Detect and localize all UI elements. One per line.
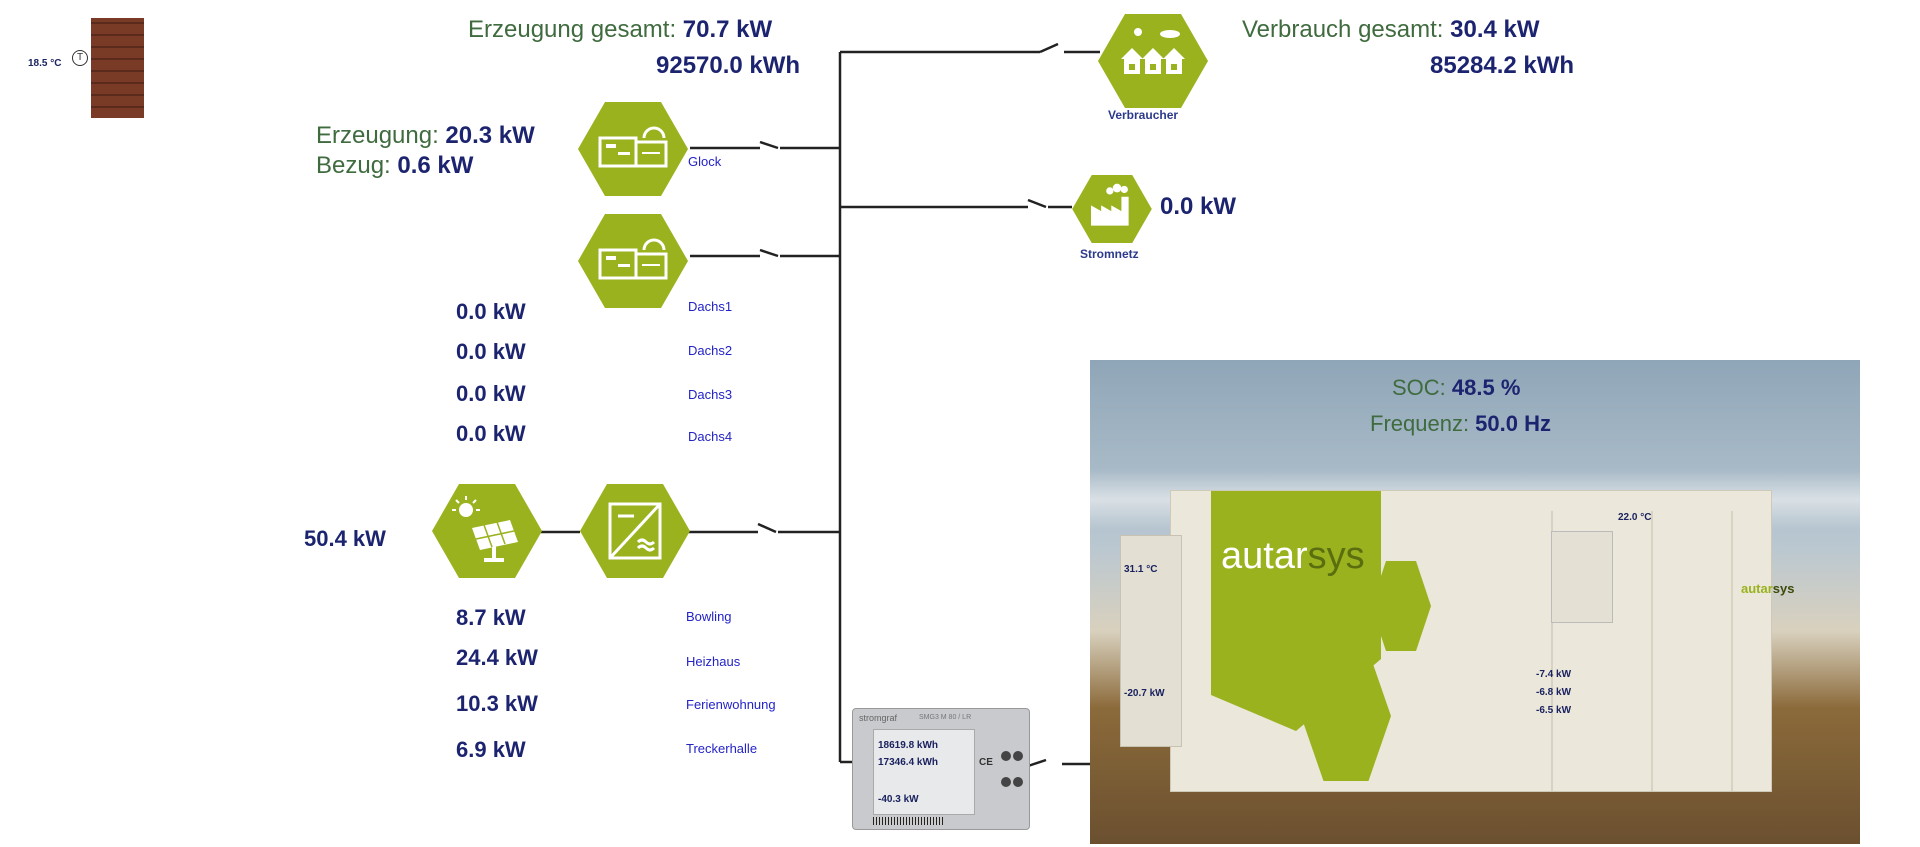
ce-mark: CE bbox=[979, 757, 993, 768]
energy-meter[interactable]: stromgraf SMG3 M 80 / LR 18619.8 kWh 173… bbox=[852, 708, 1030, 830]
brand-part-2: sys bbox=[1307, 535, 1365, 577]
container-green-hex bbox=[1301, 651, 1391, 781]
container-brand-logo: autarsys bbox=[1221, 535, 1365, 578]
total-consumption-value: 30.4 kW bbox=[1450, 16, 1540, 43]
meter-display: 18619.8 kWh 17346.4 kWh -40.3 kW bbox=[873, 729, 975, 815]
inverter-hex-icon[interactable] bbox=[580, 484, 690, 578]
container-inside-temperature: 22.0 °C bbox=[1618, 512, 1652, 523]
frequency-label: Frequenz: bbox=[1370, 411, 1476, 436]
container-total-power: -20.7 kW bbox=[1124, 688, 1165, 699]
pv-switch bbox=[757, 522, 777, 534]
container-side-temperature: 31.1 °C bbox=[1124, 564, 1158, 575]
dachs1-power: 0.0 kW bbox=[456, 299, 526, 324]
dachs3-label: Dachs3 bbox=[688, 387, 733, 402]
container-green-hex-small bbox=[1371, 561, 1431, 651]
meter-button-3[interactable] bbox=[1001, 777, 1011, 787]
dachs-switch bbox=[759, 248, 779, 258]
dachs4-power: 0.0 kW bbox=[456, 421, 526, 446]
glock-switch bbox=[759, 140, 779, 150]
glock-generation-line: Erzeugung: 20.3 kW bbox=[316, 122, 535, 150]
brand-part-1: autar bbox=[1221, 535, 1308, 577]
side-brand-part-1: autar bbox=[1741, 581, 1773, 596]
bowling-label: Bowling bbox=[686, 609, 732, 624]
glock-generation-value: 20.3 kW bbox=[445, 122, 535, 149]
total-generation-energy: 92570.0 kWh bbox=[656, 52, 801, 79]
meter-switch bbox=[1027, 758, 1047, 768]
phase3-power: -6.5 kW bbox=[1536, 705, 1572, 716]
meter-button-1[interactable] bbox=[1001, 751, 1011, 761]
dachs3-power: 0.0 kW bbox=[456, 381, 526, 406]
verbraucher-hex-icon[interactable] bbox=[1098, 14, 1208, 108]
ferienwohnung-label: Ferienwohnung bbox=[686, 697, 776, 712]
meter-button-2[interactable] bbox=[1013, 751, 1023, 761]
total-consumption-energy: 85284.2 kWh bbox=[1430, 52, 1575, 79]
verbraucher-label: Verbraucher bbox=[1108, 108, 1179, 122]
meter-barcode bbox=[873, 817, 943, 825]
dachs-chp-hex-icon[interactable] bbox=[578, 214, 688, 308]
brick-wall-image bbox=[91, 18, 144, 118]
dachs4-label: Dachs4 bbox=[688, 429, 733, 444]
frequency-value: 50.0 Hz bbox=[1475, 411, 1551, 436]
total-generation-value: 70.7 kW bbox=[682, 16, 773, 43]
soc-value: 48.5 % bbox=[1451, 375, 1521, 400]
ferienwohnung-power: 10.3 kW bbox=[456, 691, 538, 716]
dachs1-label: Dachs1 bbox=[688, 299, 733, 314]
glock-label: Glock bbox=[688, 154, 722, 169]
container-control-panel bbox=[1551, 531, 1613, 623]
stromnetz-power: 0.0 kW bbox=[1160, 193, 1237, 220]
phase1-power: -7.4 kW bbox=[1536, 669, 1572, 680]
verbraucher-switch bbox=[1039, 42, 1059, 54]
container-side-unit bbox=[1120, 535, 1182, 747]
container-side-logo: autarsys bbox=[1741, 581, 1795, 596]
glock-bezug-line: Bezug: 0.6 kW bbox=[316, 152, 473, 180]
meter-reading-1: 18619.8 kWh bbox=[878, 740, 939, 751]
meter-reading-2: 17346.4 kWh bbox=[878, 757, 939, 768]
glock-bezug-value: 0.6 kW bbox=[397, 152, 474, 179]
stromnetz-hex-icon[interactable] bbox=[1072, 175, 1152, 243]
glock-bezug-label: Bezug: bbox=[316, 152, 398, 179]
soc-label: SOC: bbox=[1392, 375, 1452, 400]
stromnetz-switch bbox=[1027, 198, 1047, 209]
dachs2-power: 0.0 kW bbox=[456, 339, 526, 364]
frequency-line: Frequenz: 50.0 Hz bbox=[1370, 411, 1551, 437]
solar-panel-hex-icon[interactable] bbox=[432, 484, 542, 578]
treckerhalle-label: Treckerhalle bbox=[686, 741, 758, 756]
dachs2-label: Dachs2 bbox=[688, 343, 733, 358]
total-generation-line: Erzeugung gesamt: 70.7 kW bbox=[468, 16, 772, 44]
pv-total-power: 50.4 kW bbox=[304, 526, 386, 551]
treckerhalle-power: 6.9 kW bbox=[456, 737, 526, 762]
battery-container-scene: autarsys autarsys bbox=[1090, 360, 1860, 844]
meter-power: -40.3 kW bbox=[878, 794, 919, 805]
side-brand-part-2: sys bbox=[1772, 581, 1795, 596]
heizhaus-label: Heizhaus bbox=[686, 654, 741, 669]
meter-button-4[interactable] bbox=[1013, 777, 1023, 787]
total-consumption-line: Verbrauch gesamt: 30.4 kW bbox=[1242, 16, 1540, 44]
container-body: autarsys autarsys bbox=[1170, 490, 1795, 792]
stromnetz-label: Stromnetz bbox=[1080, 247, 1139, 261]
outdoor-temperature: 18.5 °C bbox=[28, 58, 62, 69]
meter-model: SMG3 M 80 / LR bbox=[919, 714, 972, 721]
total-generation-label: Erzeugung gesamt: bbox=[468, 16, 683, 43]
thermometer-icon: T bbox=[72, 50, 88, 66]
glock-chp-hex-icon[interactable] bbox=[578, 102, 688, 196]
meter-brand: stromgraf bbox=[859, 713, 898, 723]
glock-generation-label: Erzeugung: bbox=[316, 122, 446, 149]
heizhaus-power: 24.4 kW bbox=[456, 645, 538, 670]
bowling-power: 8.7 kW bbox=[456, 605, 526, 630]
total-consumption-label: Verbrauch gesamt: bbox=[1242, 16, 1451, 43]
soc-line: SOC: 48.5 % bbox=[1392, 375, 1520, 401]
phase2-power: -6.8 kW bbox=[1536, 687, 1572, 698]
